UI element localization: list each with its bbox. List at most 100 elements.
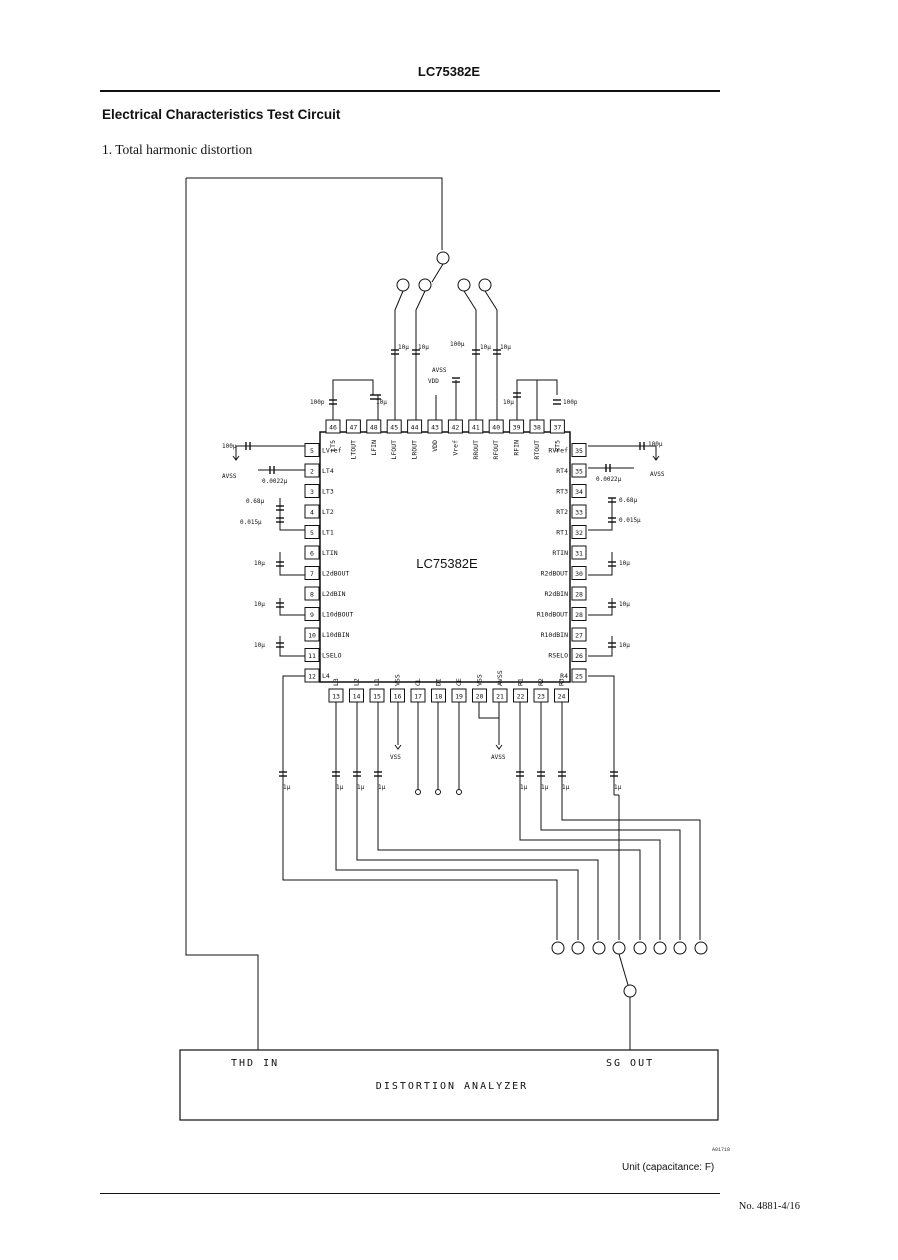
pin-number: 15 bbox=[373, 693, 381, 701]
pin-label: R10dBIN bbox=[541, 631, 568, 639]
pin-box bbox=[304, 607, 320, 621]
cap-value: 0.015µ bbox=[619, 517, 641, 524]
pin-label: LROUT bbox=[411, 440, 419, 460]
pin-box bbox=[451, 688, 467, 703]
pin-box bbox=[571, 443, 587, 457]
cap-value: 100µ bbox=[222, 443, 237, 450]
pin-label: RVref bbox=[548, 447, 568, 455]
pin-box bbox=[571, 648, 587, 662]
cap-value: 0.0022µ bbox=[262, 478, 288, 485]
pin-label: LSELO bbox=[322, 652, 342, 660]
pin-label: RTIN bbox=[552, 549, 568, 557]
pin-box bbox=[304, 648, 320, 662]
cap-value: 10µ bbox=[254, 642, 265, 649]
thd-in-label: THD IN bbox=[231, 1058, 279, 1069]
pin-number: 3 bbox=[310, 488, 314, 496]
distortion-analyzer-label: DISTORTION ANALYZER bbox=[376, 1081, 528, 1092]
cap-value: 1µ bbox=[283, 784, 291, 791]
pin-box bbox=[427, 419, 443, 434]
cap-value: 1µ bbox=[378, 784, 386, 791]
pin-number: 12 bbox=[308, 673, 316, 681]
pin-box bbox=[509, 419, 525, 434]
pin-box bbox=[304, 443, 320, 457]
cap-value: 1µ bbox=[614, 784, 622, 791]
pin-number: 26 bbox=[575, 652, 583, 660]
pin-number: 45 bbox=[390, 424, 398, 432]
cap-value: 10µ bbox=[418, 344, 429, 351]
pin-number: 30 bbox=[575, 570, 583, 578]
pin-box bbox=[304, 484, 320, 498]
cap-value: 100µ bbox=[648, 441, 663, 448]
pin-label: RT2 bbox=[556, 508, 568, 516]
pin-number: 41 bbox=[472, 424, 480, 432]
supply-label: AVSS bbox=[491, 754, 506, 761]
cap-value: 1µ bbox=[541, 784, 549, 791]
header-title: LC75382E bbox=[417, 64, 481, 79]
sg-out-label: SG OUT bbox=[606, 1058, 654, 1069]
cap-value: 1µ bbox=[520, 784, 528, 791]
pin-number: 28 bbox=[575, 611, 583, 619]
pin-number: 38 bbox=[533, 424, 541, 432]
supply-label: VDD bbox=[428, 378, 439, 385]
supply-label: VSS bbox=[390, 754, 401, 761]
pin-number: 5 bbox=[310, 529, 314, 537]
figure-code: A01718 bbox=[712, 1147, 731, 1153]
pin-label: RROUT bbox=[472, 440, 480, 460]
pin-box bbox=[328, 688, 344, 703]
pin-label: RT3 bbox=[556, 488, 568, 496]
pin-label: R3 bbox=[558, 678, 566, 686]
pin-box bbox=[468, 419, 484, 434]
pin-label: LFIN bbox=[370, 440, 378, 456]
pin-number: 23 bbox=[537, 693, 545, 701]
pin-number: 21 bbox=[496, 693, 504, 701]
pin-label: DI bbox=[435, 678, 443, 686]
section-title: Electrical Characteristics Test Circuit bbox=[102, 107, 341, 122]
pin-box bbox=[304, 586, 320, 601]
pin-number: 25 bbox=[575, 673, 583, 681]
pin-label: L1 bbox=[373, 678, 381, 686]
pin-number: 27 bbox=[575, 632, 583, 640]
pin-box bbox=[447, 419, 463, 434]
pin-box bbox=[488, 419, 504, 434]
pin-number: 33 bbox=[575, 509, 583, 517]
pin-label: LFOUT bbox=[390, 440, 398, 460]
pin-number: 48 bbox=[370, 424, 378, 432]
pin-box bbox=[407, 419, 423, 434]
pin-label: R1 bbox=[517, 678, 525, 686]
pin-number: 37 bbox=[553, 424, 561, 432]
cap-value: 10µ bbox=[398, 344, 409, 351]
subsection-title: 1. Total harmonic distortion bbox=[102, 142, 253, 157]
pin-number: 35 bbox=[575, 447, 583, 455]
pin-number: 34 bbox=[575, 488, 583, 496]
cap-value: 10µ bbox=[619, 642, 630, 649]
pin-label: L3 bbox=[332, 678, 340, 686]
cap-value: 10µ bbox=[619, 601, 630, 608]
pin-number: 39 bbox=[513, 424, 521, 432]
pin-label: R2dBOUT bbox=[541, 570, 568, 578]
pin-box bbox=[304, 627, 320, 642]
pin-label: L2dBOUT bbox=[322, 570, 349, 578]
cap-value: 100p bbox=[310, 399, 325, 406]
pin-number: 20 bbox=[476, 693, 484, 701]
pin-label: L10dBIN bbox=[322, 631, 349, 639]
cap-value: 10µ bbox=[503, 399, 514, 406]
cap-value: 10µ bbox=[254, 601, 265, 608]
pin-box bbox=[549, 419, 565, 434]
pin-label: LTOUT bbox=[349, 440, 357, 460]
pin-label: LVref bbox=[322, 447, 342, 455]
pin-box bbox=[390, 688, 405, 703]
pin-label: L2 bbox=[353, 678, 361, 686]
pin-label: RT5 bbox=[553, 440, 561, 452]
pin-number: 40 bbox=[492, 424, 500, 432]
pin-label: CE bbox=[455, 678, 463, 686]
pin-box bbox=[410, 688, 426, 703]
cap-value: 0.68µ bbox=[619, 497, 637, 504]
pin-number: 28 bbox=[575, 591, 583, 599]
supply-label: AVSS bbox=[222, 473, 237, 480]
page-number: No. 4881-4/16 bbox=[738, 1201, 800, 1212]
pin-label: LT3 bbox=[322, 488, 334, 496]
pin-number: 47 bbox=[349, 424, 357, 432]
cap-value: 0.68µ bbox=[246, 498, 264, 505]
pin-box bbox=[571, 525, 587, 539]
